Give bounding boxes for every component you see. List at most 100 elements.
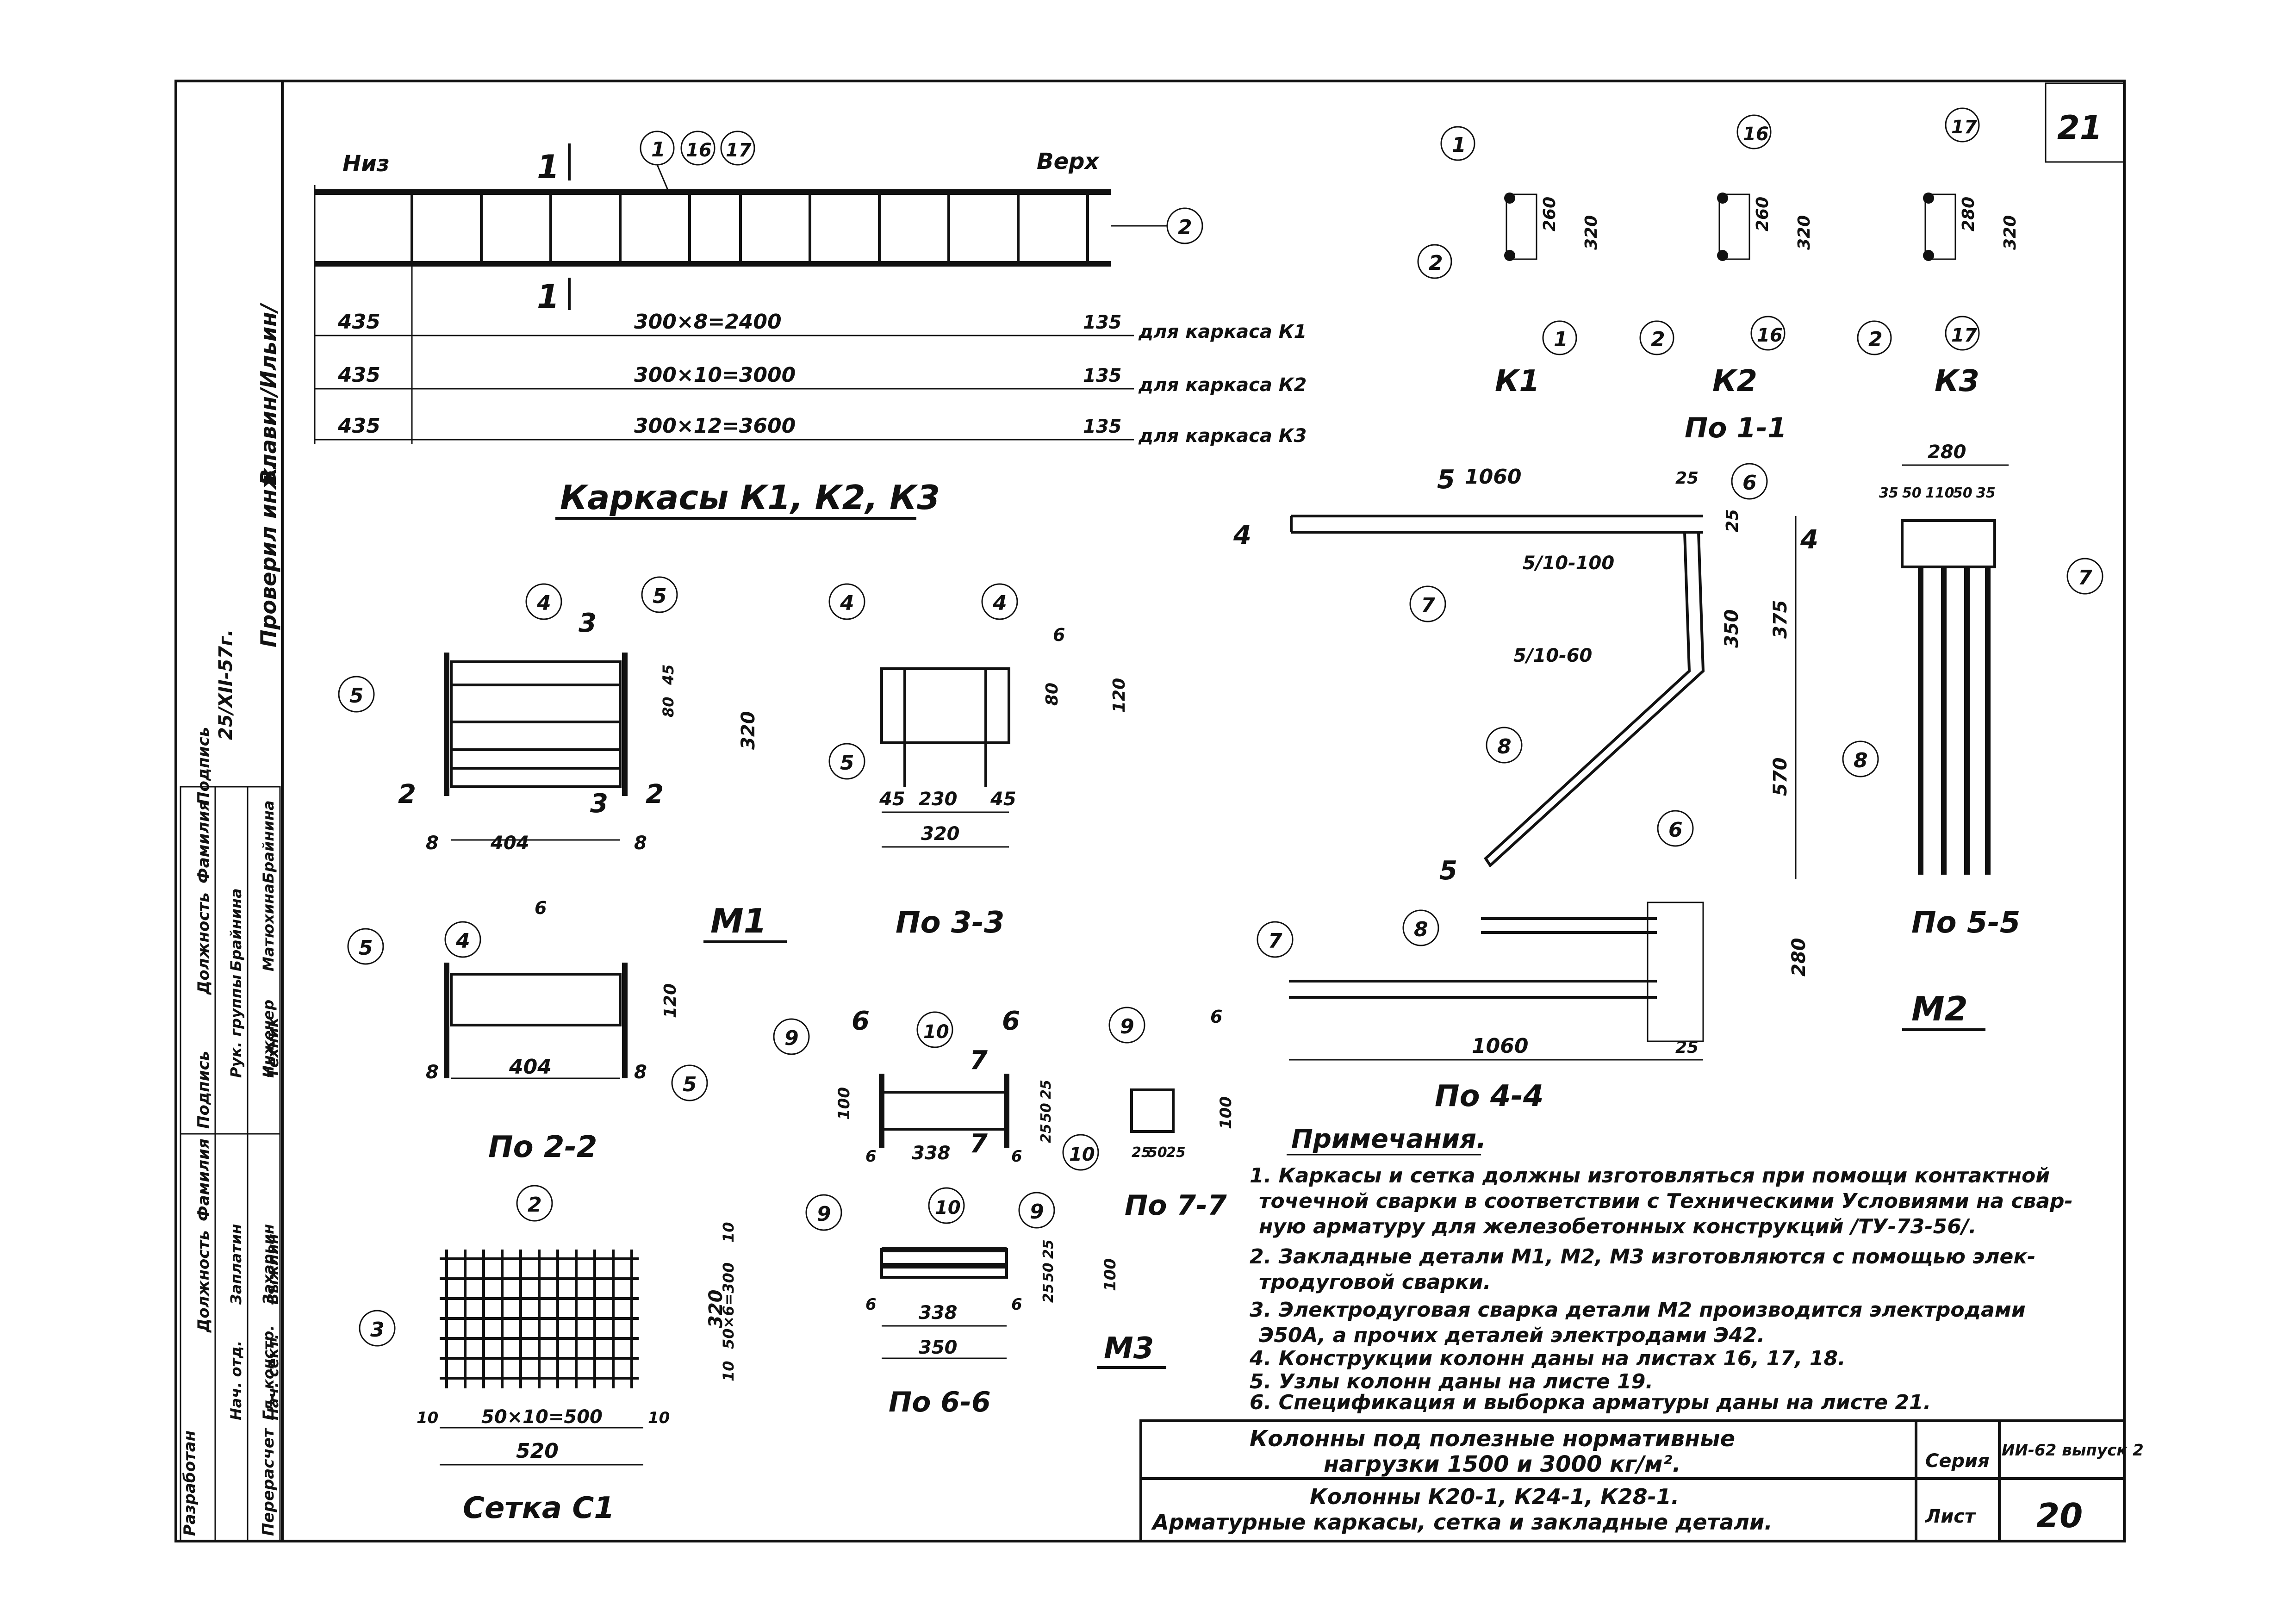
svg-text:50×6=300: 50×6=300: [720, 1262, 737, 1349]
svg-text:Нач. сект.: Нач. сект.: [264, 1334, 282, 1420]
svg-text:25: 25: [1132, 1144, 1151, 1161]
svg-text:2: 2: [398, 779, 416, 809]
sheet-frame: [174, 80, 2126, 1542]
svg-text:25: 25: [1166, 1144, 1186, 1161]
svg-text:Перерасчет: Перерасчет: [259, 1427, 278, 1536]
svg-text:8: 8: [1414, 918, 1428, 941]
svg-text:3: 3: [590, 789, 608, 819]
caption-7-7: По 7-7: [1125, 1189, 1227, 1222]
frame-dim-row-1: 435 300×8=2400 135 для каркаса К1: [315, 310, 1307, 342]
svg-text:25: 25: [1038, 1124, 1054, 1143]
svg-text:1. Каркасы и сетка должны изго: 1. Каркасы и сетка должны изготовляться …: [1250, 1164, 2050, 1188]
svg-text:3: 3: [370, 1318, 385, 1342]
svg-text:Брайнина: Брайнина: [260, 800, 277, 883]
svg-text:Инженер: Инженер: [260, 1000, 277, 1078]
svg-text:5: 5: [349, 684, 364, 708]
svg-text:45: 45: [879, 789, 905, 810]
section-6-6: 338 350 100 25 50 25 6 6 9 10 9 По 6-6: [805, 1187, 1120, 1418]
svg-text:Выжлин: Выжлин: [264, 1234, 282, 1305]
section-k2: 260 320 16 2 16 К2: [1639, 114, 1814, 398]
callout-17: 17: [726, 140, 752, 161]
frames-title: Каркасы К1, К2, К3: [560, 478, 940, 517]
svg-text:320: 320: [921, 823, 960, 845]
detail-m1: 404 8 8 320 45 80 4 5 5 3 3 2 2 М1: [338, 576, 787, 943]
svg-text:4: 4: [840, 591, 854, 615]
frame-dim-row-2: 435 300×10=3000 135 для каркаса К2: [315, 363, 1307, 396]
svg-text:8: 8: [634, 833, 647, 854]
svg-text:45: 45: [990, 789, 1016, 810]
svg-text:Разработан: Разработан: [180, 1430, 199, 1536]
sections-k: 260 320 1 2 1 К1 260 320 16 2 16 К2: [1417, 107, 2020, 444]
svg-text:6. Спецификация и выборка арма: 6. Спецификация и выборка арматуры даны …: [1250, 1391, 1931, 1414]
frame-right-label: Верх: [1037, 149, 1100, 174]
checked-label: Проверил инж.: [256, 460, 281, 647]
section-k3: 280 320 17 2 17 К3: [1857, 107, 2020, 398]
svg-text:7: 7: [970, 1129, 988, 1159]
frame-left-label: Низ: [342, 151, 390, 177]
svg-text:4: 4: [1800, 525, 1818, 555]
svg-text:Рук. группы: Рук. группы: [227, 975, 245, 1078]
svg-text:280: 280: [1959, 197, 1978, 231]
mesh-c1: 10 50×6=300 10 320 10 50×10=500 10 520 2…: [359, 1185, 737, 1525]
svg-text:50: 50: [1902, 485, 1922, 501]
svg-text:135: 135: [1083, 416, 1122, 437]
svg-text:6: 6: [1011, 1295, 1022, 1314]
series-label: Серия: [1925, 1450, 1990, 1472]
svg-text:350: 350: [919, 1337, 958, 1358]
svg-text:4: 4: [536, 591, 551, 615]
title-line-1: Колонны под полезные нормативные: [1250, 1426, 1735, 1452]
title-line-2: нагрузки 1500 и 3000 кг/м².: [1324, 1451, 1681, 1477]
svg-text:230: 230: [919, 789, 958, 810]
svg-text:404: 404: [490, 833, 529, 854]
section-5-5: 280 35 50 110 50 35 7 8 По 5-5: [1842, 442, 2103, 940]
svg-text:Подпись: Подпись: [194, 727, 213, 805]
svg-text:тродуговой сварки.: тродуговой сварки.: [1259, 1270, 1491, 1294]
notes: Примечания. 1. Каркасы и сетка должны из…: [1249, 1124, 2073, 1414]
svg-text:6: 6: [1668, 818, 1683, 842]
series-value: ИИ-62 выпуск 2: [2002, 1441, 2144, 1460]
svg-text:320: 320: [705, 1290, 727, 1329]
svg-text:2: 2: [1429, 251, 1443, 275]
svg-text:375: 375: [1770, 600, 1791, 639]
caption-6-6: По 6-6: [889, 1386, 991, 1418]
svg-text:404: 404: [509, 1055, 552, 1079]
svg-text:570: 570: [1770, 758, 1791, 796]
svg-text:5: 5: [840, 751, 854, 775]
subtitle-line-2: Арматурные каркасы, сетка и закладные де…: [1151, 1510, 1773, 1535]
svg-text:6: 6: [535, 898, 547, 918]
svg-text:280: 280: [1928, 442, 1966, 463]
svg-text:100: 100: [1101, 1258, 1120, 1291]
svg-text:8: 8: [1854, 749, 1868, 772]
svg-text:Фамилия: Фамилия: [194, 1138, 213, 1221]
svg-text:50: 50: [1953, 485, 1972, 501]
svg-text:80: 80: [1043, 683, 1062, 706]
title-block: Колонны под полезные нормативные нагрузк…: [1139, 1419, 2144, 1542]
title-m3: М3: [1104, 1331, 1154, 1366]
svg-text:2: 2: [1651, 328, 1665, 351]
svg-text:Должность: Должность: [194, 1230, 213, 1333]
svg-text:6: 6: [1053, 625, 1065, 645]
svg-text:320: 320: [1582, 215, 1601, 250]
svg-text:6: 6: [1742, 471, 1757, 495]
mesh-grid: [440, 1250, 639, 1388]
svg-text:1: 1: [1452, 133, 1466, 157]
svg-text:260: 260: [1753, 197, 1772, 231]
svg-text:Должность: Должность: [194, 892, 213, 995]
detail-m2: 1060 25 25 5/10-100 5/10-60 350 375 570 …: [1233, 463, 1985, 1113]
caption-2-2: По 2-2: [488, 1130, 597, 1164]
svg-text:7: 7: [970, 1045, 988, 1076]
caption-5-5: По 5-5: [1911, 906, 2020, 940]
svg-text:Подпись: Подпись: [194, 1051, 213, 1129]
svg-text:2: 2: [1868, 328, 1883, 351]
svg-text:35: 35: [1879, 485, 1898, 501]
svg-text:Техник: Техник: [264, 1017, 282, 1078]
checked-names: Влавин/Ильин/: [256, 303, 281, 485]
svg-text:9: 9: [1120, 1015, 1134, 1038]
svg-text:25: 25: [1675, 469, 1699, 488]
svg-text:1060: 1060: [1465, 465, 1521, 489]
svg-text:1: 1: [1554, 328, 1568, 351]
svg-text:45: 45: [660, 664, 677, 685]
svg-text:25: 25: [1040, 1283, 1057, 1303]
svg-text:6: 6: [865, 1147, 877, 1166]
